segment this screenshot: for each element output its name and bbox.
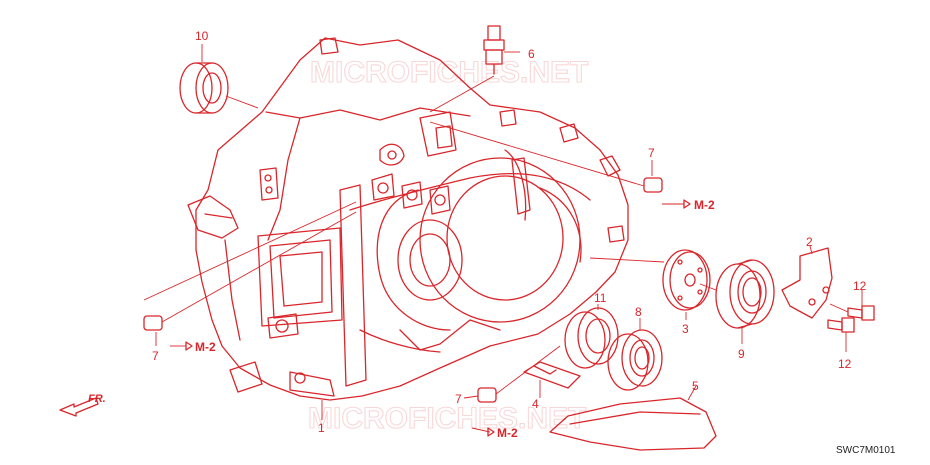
part-callout-4: 4: [532, 397, 539, 411]
cover-part-5: [549, 385, 717, 451]
bolt-part-12-a: [829, 290, 875, 321]
dowel-pin-part-7-a: [429, 121, 691, 209]
watermark-top: MICROFICHES.NET: [310, 56, 588, 89]
part-callout-7-c: 7: [455, 392, 462, 406]
part-callout-7-a: 7: [648, 146, 655, 160]
bolt-part-12-b: [827, 317, 855, 352]
bracket-part-2: [781, 245, 833, 319]
guide-part-4: [523, 361, 581, 398]
part-callout-2: 2: [806, 235, 813, 249]
part-callout-9: 9: [738, 347, 745, 361]
oil-seal-part-11: [564, 304, 619, 369]
bearing-part-8: [607, 318, 663, 391]
part-callout-12-a: 12: [853, 279, 867, 293]
part-callout-5: 5: [692, 379, 699, 393]
oil-seal-part-10: [179, 44, 259, 114]
part-callout-6: 6: [528, 47, 535, 61]
reference-m2-b: M-2: [195, 340, 216, 354]
part-callout-7-b: 7: [152, 349, 159, 363]
clutch-housing-part: [187, 37, 629, 401]
part-callout-11: 11: [594, 291, 607, 305]
part-callout-12-b: 12: [838, 357, 852, 371]
plate-part-3: [589, 249, 711, 320]
bearing-part-9: [699, 259, 775, 344]
part-callout-8: 8: [635, 305, 642, 319]
reference-m2-c: M-2: [497, 426, 518, 440]
diagram-code: SWC7M0101: [836, 445, 896, 456]
front-direction-indicator: FR.: [59, 393, 106, 417]
switch-part-6: [429, 25, 520, 113]
front-direction-label: FR.: [88, 393, 106, 405]
part-callout-3: 3: [682, 322, 689, 336]
watermark-bottom: MICROFICHES.NET: [308, 402, 586, 435]
part-callout-10: 10: [195, 29, 209, 43]
part-callout-1: 1: [318, 421, 325, 435]
dowel-pin-part-7-b: [143, 201, 357, 351]
reference-m2-a: M-2: [694, 198, 715, 212]
